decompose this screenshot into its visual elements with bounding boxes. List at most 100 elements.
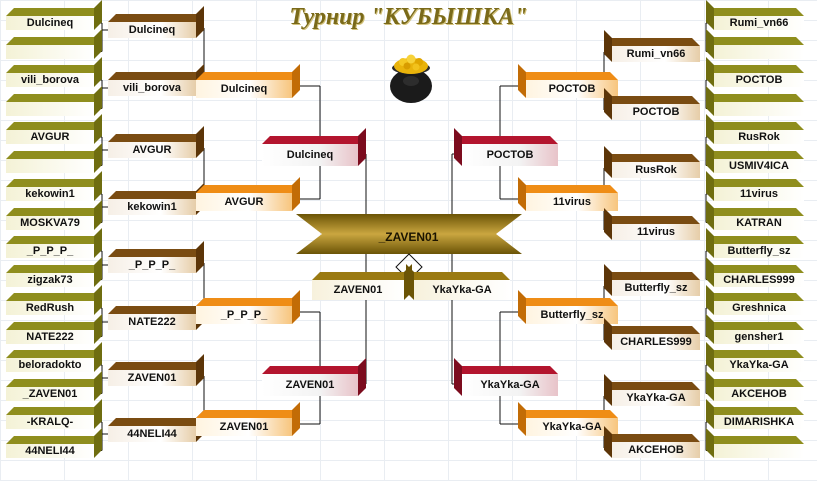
left-r3-slot: ZAVEN01: [262, 358, 366, 396]
player-name: zigzak73: [27, 273, 73, 286]
left-r2-slot: _P_P_P_: [196, 290, 300, 324]
player-name: 44NELI44: [25, 444, 75, 457]
player-name: Dulcineq: [26, 17, 74, 29]
left-r0-slot: zigzak73: [6, 256, 102, 287]
player-name: 11virus: [637, 226, 675, 238]
player-name: AKCEHOB: [731, 387, 787, 400]
player-name: POCTOB: [548, 83, 596, 95]
left-r1-slot: _P_P_P_: [108, 241, 204, 273]
player-name: [714, 102, 804, 116]
player-name: YkaYka-GA: [729, 359, 789, 371]
player-name: Rumi_vn66: [626, 48, 686, 60]
player-name: NATE222: [128, 316, 176, 328]
left-r0-slot: -KRALQ-: [6, 399, 102, 429]
player-name: ZAVEN01: [285, 379, 335, 391]
right-r0-slot: Rumi_vn66: [706, 0, 804, 30]
player-name: CHARLES999: [723, 273, 795, 286]
right-r1-slot: 11virus: [604, 208, 700, 240]
left-r0-slot: _ZAVEN01: [6, 370, 102, 401]
gold-pot-icon: [390, 54, 432, 103]
player-name: AVGUR: [30, 131, 70, 143]
right-r1-slot: POCTOB: [604, 88, 700, 120]
player-name: Butterfly_sz: [540, 309, 604, 321]
right-r0-slot: POCTOB: [706, 57, 804, 87]
player-name: kekowin1: [127, 201, 177, 213]
right-r3-slot: POCTOB: [454, 128, 558, 166]
right-r0-slot: [706, 85, 804, 116]
left-r0-slot: vili_borova: [6, 57, 102, 87]
player-name: RedRush: [25, 302, 75, 314]
player-name: YkaYka-GA: [480, 379, 540, 391]
left-r1-slot: 44NELI44: [108, 410, 204, 442]
player-name: _P_P_P_: [128, 259, 176, 271]
player-name: ZAVEN01: [219, 421, 269, 433]
player-name: [714, 45, 804, 59]
player-name: 11virus: [740, 188, 778, 200]
left-r0-slot: AVGUR: [6, 114, 102, 144]
player-name: _P_P_P_: [26, 245, 74, 257]
right-r0-slot: [706, 427, 804, 458]
final-left-slot: ZAVEN01: [312, 264, 412, 300]
player-name: [6, 45, 94, 59]
player-name: -KRALQ-: [26, 416, 74, 428]
player-name: 44NELI44: [127, 428, 177, 440]
right-r1-slot: RusRok: [604, 146, 700, 178]
player-name: Rumi_vn66: [729, 17, 789, 29]
player-name: Butterfly_sz: [624, 282, 688, 294]
champion-banner: [296, 214, 522, 254]
right-r1-slot: YkaYka-GA: [604, 374, 700, 406]
right-r2-slot: 11virus: [518, 177, 618, 211]
left-r1-slot: kekowin1: [108, 183, 204, 215]
player-name: POCTOB: [735, 74, 783, 86]
left-r0-slot: [6, 142, 102, 173]
right-r2-slot: POCTOB: [518, 64, 618, 98]
right-r1-slot: Rumi_vn66: [604, 30, 700, 62]
left-r2-slot: AVGUR: [196, 177, 300, 211]
right-r2-slot: YkaYka-GA: [518, 402, 618, 436]
right-r0-slot: CHARLES999: [706, 256, 804, 287]
player-name: AVGUR: [224, 196, 264, 208]
player-name: [714, 444, 804, 458]
left-r1-slot: ZAVEN01: [108, 354, 204, 386]
right-r0-slot: Greshnica: [706, 285, 804, 315]
player-name: POCTOB: [486, 149, 534, 161]
right-r0-slot: USMIV4ICA: [706, 142, 804, 173]
player-name: ZAVEN01: [333, 284, 383, 296]
player-name: vili_borova: [20, 74, 80, 86]
left-r0-slot: Dulcineq: [6, 0, 102, 30]
right-r0-slot: RusRok: [706, 114, 804, 144]
right-r2-slot: Butterfly_sz: [518, 290, 618, 324]
tournament-title: Турнир "КУБЫШКА": [289, 4, 528, 30]
player-name: POCTOB: [632, 106, 680, 118]
player-name: DIMARISHKA: [723, 416, 795, 428]
player-name: Butterfly_sz: [727, 245, 791, 257]
left-r0-slot: [6, 85, 102, 116]
player-name: AKCEHOB: [628, 444, 684, 456]
player-name: _ZAVEN01: [22, 387, 78, 400]
player-name: NATE222: [26, 330, 74, 343]
player-name: kekowin1: [25, 188, 75, 200]
player-name: Dulcineq: [220, 83, 268, 95]
final-right-slot: YkaYka-GA: [406, 264, 510, 300]
player-name: [6, 102, 94, 116]
left-r0-slot: kekowin1: [6, 171, 102, 201]
player-name: _P_P_P_: [220, 309, 268, 321]
player-name: RusRok: [635, 164, 677, 176]
right-r1-slot: CHARLES999: [604, 318, 700, 350]
left-r1-slot: Dulcineq: [108, 6, 204, 38]
right-r0-slot: gensher1: [706, 313, 804, 344]
left-r3-slot: Dulcineq: [262, 128, 366, 166]
right-r0-slot: [706, 28, 804, 59]
player-name: beloradokto: [18, 359, 82, 371]
left-r0-slot: RedRush: [6, 285, 102, 315]
left-r1-slot: NATE222: [108, 298, 204, 330]
left-r0-slot: [6, 28, 102, 59]
right-r1-slot: AKCEHOB: [604, 426, 700, 458]
right-r0-slot: DIMARISHKA: [706, 399, 804, 429]
player-name: Dulcineq: [286, 149, 334, 161]
player-name: MOSKVA79: [20, 216, 80, 229]
left-r1-slot: AVGUR: [108, 126, 204, 158]
player-name: 11virus: [553, 196, 591, 208]
champion-name: _ZAVEN01: [378, 230, 439, 244]
player-name: CHARLES999: [620, 336, 692, 348]
